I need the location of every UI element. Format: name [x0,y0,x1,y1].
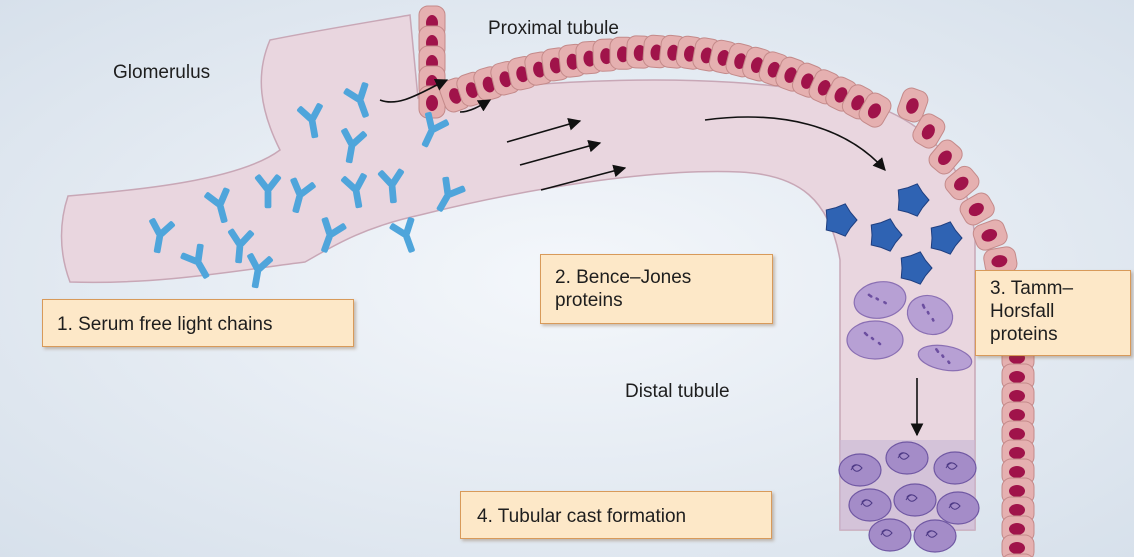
cast-cell [849,489,891,521]
step-3-line-3: proteins [990,323,1130,346]
distal-tubule-label: Distal tubule [625,381,730,403]
glomerulus-label: Glomerulus [113,62,210,84]
cast-cell [869,519,911,551]
step-1-box: 1. Serum free light chains [42,299,354,347]
step-3-line-1: 3. Tamm– [990,277,1130,300]
proximal-tubule-label: Proximal tubule [488,18,619,40]
cast-cell [934,452,976,484]
step-4-line: 4. Tubular cast formation [477,505,771,528]
step-2-line-2: proteins [555,289,772,312]
step-4-box: 4. Tubular cast formation [460,491,772,539]
cast-cell [937,492,979,524]
cast-cell [894,484,936,516]
step-3-box: 3. Tamm– Horsfall proteins [975,270,1131,356]
tamm-horsfall-protein [847,321,903,359]
step-3-line-2: Horsfall [990,300,1130,323]
step-2-box: 2. Bence–Jones proteins [540,254,773,324]
step-1-line: 1. Serum free light chains [57,313,353,336]
cast-cell [839,454,881,486]
cast-cell [914,520,956,552]
cast-cell [886,442,928,474]
step-2-line-1: 2. Bence–Jones [555,266,772,289]
